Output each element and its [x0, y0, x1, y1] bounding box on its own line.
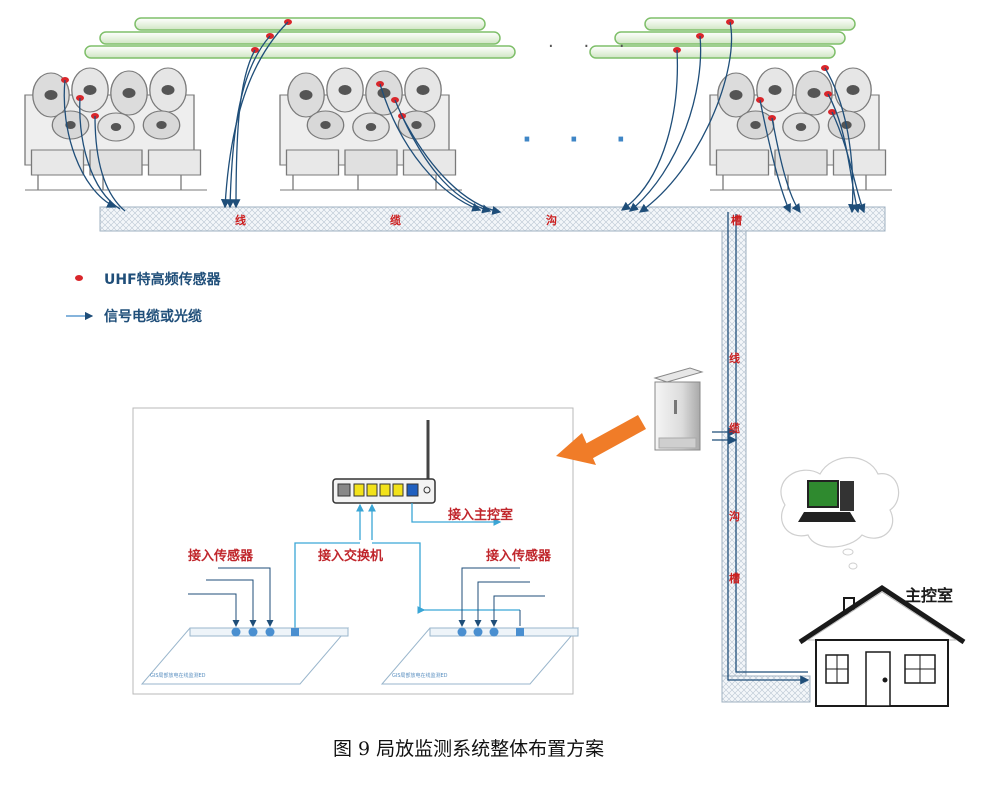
trench-label-char: 沟 [546, 214, 557, 227]
plate-left-label: GIS局部放电在线监测ED [150, 673, 206, 679]
gis-switchgear-icon [709, 67, 893, 191]
trench-label-char: 缆 [729, 422, 740, 435]
gis-switchgear-icon [24, 67, 208, 191]
trench-label-char: 线 [235, 214, 246, 227]
connect-sensor-left-label: 接入传感器 [188, 549, 254, 564]
cable-trench-vertical [721, 230, 747, 677]
continuation-dots-middle: · · · [522, 125, 640, 155]
trench-label-char: 槽 [729, 572, 740, 585]
figure-caption: 图 9 局放监测系统整体布置方案 [333, 738, 605, 760]
cabinet-icon [653, 367, 704, 451]
trench-label-char: 沟 [729, 510, 740, 523]
connect-sensor-right-label: 接入传感器 [486, 549, 552, 564]
uhf-sensors [61, 19, 836, 121]
continuation-dots-top: · · · [548, 36, 637, 57]
sensor-feed-lines [188, 567, 545, 627]
connect-main-room-label: 接入主控室 [448, 508, 514, 523]
legend-sensor-label: UHF特高频传感器 [104, 272, 221, 288]
trench-label-char: 缆 [390, 214, 401, 227]
router-icon [332, 420, 436, 504]
monitoring-plate-right [380, 627, 580, 685]
signal-cables [63, 21, 866, 685]
cloud-bubble-icon [780, 456, 900, 570]
bus-pipes [84, 17, 856, 59]
trench-label-char: 线 [729, 352, 740, 365]
orange-arrow-icon [556, 415, 646, 465]
connect-switch-label: 接入交换机 [318, 549, 384, 564]
house-icon [798, 585, 966, 707]
legend-cable-label: 信号电缆或光缆 [104, 309, 202, 325]
inset-connections [294, 503, 520, 630]
plate-right-label: GIS局部放电在线监测ED [392, 673, 448, 679]
monitoring-plate-left [140, 627, 350, 685]
computer-icon [798, 480, 856, 522]
trench-label-char: 槽 [731, 214, 742, 227]
legend-sensor-icon [75, 275, 83, 281]
main-room-label: 主控室 [905, 586, 954, 605]
